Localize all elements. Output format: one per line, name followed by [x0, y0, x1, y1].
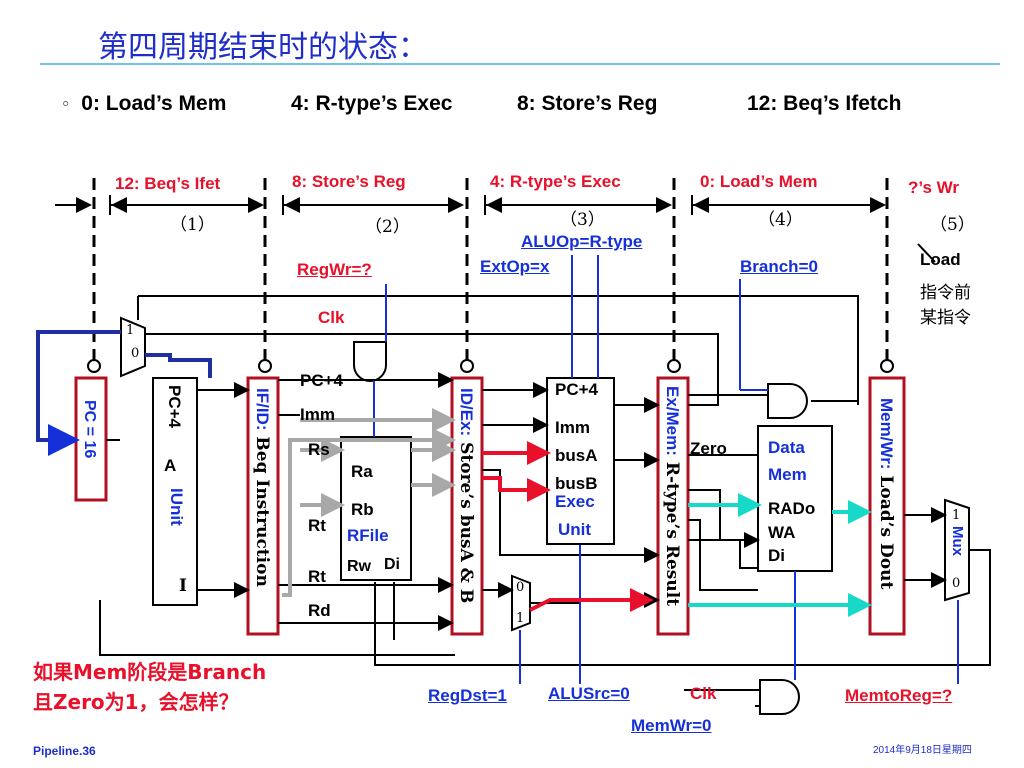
- exmem-tag: Ex/Mem:: [663, 386, 682, 456]
- rfile-name: RFile: [347, 526, 389, 545]
- idex-tag: ID/Ex:: [457, 388, 476, 437]
- page-title: 第四周期结束时的状态：: [98, 30, 428, 65]
- iunit-i-label: I: [179, 576, 187, 596]
- cycle-number: （5）: [930, 215, 975, 235]
- idex-desc: Store’s busA & B: [456, 436, 476, 604]
- exmem-desc: R-type’s Result: [662, 455, 682, 607]
- id-rd-label: Rd: [308, 601, 331, 620]
- stage-label-3: 4: R-type’s Exec: [490, 172, 621, 191]
- regwr-signal: RegWr=?: [297, 260, 372, 279]
- datamem-mem-label: Mem: [768, 465, 807, 484]
- iunit-a-label: A: [164, 456, 177, 475]
- datamem-rado-label: RADo: [768, 499, 816, 518]
- exec-pc4-label: PC+4: [555, 380, 598, 399]
- exec-busb-label: busB: [555, 474, 598, 493]
- memwr-register: [868, 376, 906, 636]
- alusrc-signal: ALUSrc=0: [548, 684, 630, 703]
- id-imm-label: Imm: [300, 405, 335, 424]
- mux-input-label: 0: [952, 576, 961, 591]
- rfile-di-label: Di: [384, 556, 400, 573]
- datamem-wa-label: WA: [768, 523, 796, 542]
- bullet: ◦: [62, 92, 70, 115]
- cycle-boundaries: [92, 178, 889, 360]
- aluop-signal: ALUOp=R-type: [521, 232, 643, 251]
- exmem-register-label: Ex/Mem: R-type’s Result: [662, 386, 682, 606]
- wb-mux: [944, 498, 970, 602]
- memwr-register-label: Mem/Wr: Load’s Dout: [876, 398, 896, 589]
- question-line: 且Zero为1，会怎样？: [33, 690, 239, 714]
- footer-date: 2014年9月18日星期四: [873, 745, 972, 756]
- stage-label-1: 12: Beq’s Ifet: [115, 174, 221, 193]
- wb-mux-label: Mux: [949, 526, 966, 556]
- branch-signal: Branch=0: [740, 257, 818, 276]
- subtitle-item: 8: Store’s Reg: [517, 92, 658, 115]
- id-rt-label: Rt: [308, 516, 326, 535]
- datamem-data-label: Data: [768, 438, 805, 457]
- ifid-register: [246, 376, 280, 636]
- regwr-and-gate: [353, 341, 387, 382]
- rfile-block: [340, 436, 412, 581]
- rfile-rb-label: Rb: [351, 500, 374, 519]
- clk-label: Clk: [318, 308, 345, 327]
- zero-label: Zero: [690, 439, 727, 458]
- memwr-signal: MemWr=0: [631, 716, 712, 735]
- idex-register-label: ID/Ex: Store’s busA & B: [456, 388, 476, 603]
- exec-label: Exec: [555, 492, 595, 511]
- stage-label-4: 0: Load’s Mem: [700, 172, 818, 191]
- iunit-name: IUnit: [167, 488, 186, 526]
- exec-imm-label: Imm: [555, 418, 590, 437]
- ifid-register-label: IF/ID: Beq Instruction: [252, 388, 272, 587]
- exec-unit-block: [546, 377, 615, 545]
- rfile-ra-label: Ra: [351, 462, 373, 481]
- cycle-number: （1）: [170, 215, 215, 235]
- question-line: 如果Mem阶段是Branch: [33, 660, 267, 684]
- exec-busa-label: busA: [555, 446, 598, 465]
- title-divider: [40, 63, 1000, 65]
- iunit-block: [152, 377, 198, 606]
- idex-register: [450, 376, 484, 636]
- stage-label-2: 8: Store’s Reg: [292, 172, 406, 191]
- extop-signal: ExtOp=x: [480, 257, 550, 276]
- mux-input-label: 1: [952, 508, 961, 523]
- pc-register: [74, 376, 108, 502]
- cycle-number: （4）: [758, 210, 803, 230]
- memwr-and-gate: [759, 679, 800, 715]
- datamem-di-label: Di: [768, 546, 785, 565]
- cycle-number: （3）: [560, 210, 605, 230]
- subtitle-item: 4: R-type’s Exec: [291, 92, 453, 115]
- mux-input-label: 0: [131, 346, 140, 361]
- subtitle-line: ◦ 0: Load’s Mem: [62, 92, 226, 116]
- pc-register-label: PC = 16: [81, 400, 98, 459]
- iunit-pc4-label: PC+4: [165, 385, 184, 428]
- memtoreg-signal: MemtoReg=?: [845, 686, 953, 705]
- subtitle-item: 0: Load’s Mem: [81, 92, 227, 115]
- mux-input-label: 0: [516, 580, 525, 595]
- id-pc4-label: PC+4: [300, 371, 343, 390]
- regdst-signal: RegDst=1: [428, 686, 507, 705]
- rfile-rw-label: Rw: [347, 558, 371, 575]
- ifid-tag: IF/ID:: [253, 388, 272, 431]
- mux-input-label: 1: [516, 611, 525, 626]
- stage-label-5: ?’s Wr: [908, 178, 960, 197]
- load-note: Load: [920, 250, 961, 269]
- pc-mux: [120, 316, 146, 378]
- exec-unit-label: Unit: [558, 520, 592, 539]
- id-rs-label: Rs: [308, 440, 330, 459]
- id-rt-label: Rt: [308, 567, 326, 586]
- regdst-mux: [511, 574, 531, 632]
- memwr-desc: Load’s Dout: [876, 469, 896, 590]
- load-note: 指令前: [920, 283, 971, 303]
- footer-page: Pipeline.36: [33, 744, 96, 758]
- load-note: 某指令: [920, 308, 971, 328]
- cycle-number: （2）: [365, 217, 410, 237]
- ifid-desc: Beq Instruction: [252, 430, 272, 587]
- subtitle-item: 12: Beq’s Ifetch: [747, 92, 902, 115]
- mux-input-label: 1: [126, 323, 135, 338]
- memwr-tag: Mem/Wr:: [877, 398, 896, 470]
- clk-label: Clk: [690, 684, 717, 703]
- branch-and-gate: [767, 383, 808, 419]
